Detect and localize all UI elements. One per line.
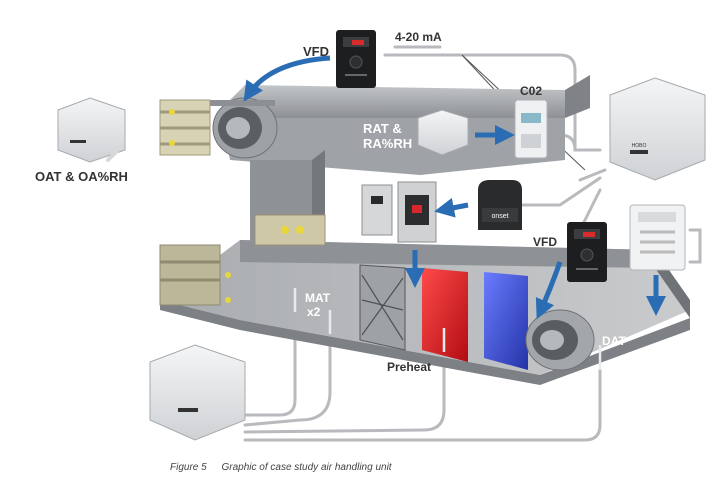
flow-arrows bbox=[243, 55, 666, 320]
label-vfd-top: VFD bbox=[303, 44, 329, 59]
arrow-vfd-to-return-fan bbox=[243, 55, 331, 102]
co2-sensor bbox=[514, 99, 548, 159]
label-signal: 4-20 mA bbox=[395, 30, 442, 44]
logger-top-right: HOBO bbox=[609, 77, 706, 181]
logger-brand-text: HOBO bbox=[632, 143, 647, 149]
return-fan bbox=[205, 97, 278, 159]
vfd-bottom-drive bbox=[567, 222, 607, 282]
logger-bottom-left bbox=[149, 344, 246, 441]
preheat-coil bbox=[422, 268, 468, 362]
filter-bank bbox=[359, 264, 406, 351]
caption-text: Graphic of case study air handling unit bbox=[221, 462, 392, 473]
supply-fan bbox=[525, 309, 595, 371]
logger-left bbox=[57, 97, 126, 163]
arrow-vfd-to-supply-fan bbox=[535, 261, 563, 320]
label-rat-line1: RAT & bbox=[363, 121, 402, 136]
temperature-probes bbox=[293, 288, 602, 370]
cooling-coil bbox=[484, 272, 528, 370]
label-mat-line2: x2 bbox=[307, 305, 321, 319]
label-oat: OAT & OA%RH bbox=[35, 169, 128, 184]
label-duct-line2: Static bbox=[641, 375, 674, 389]
ct-brand-text: onset bbox=[491, 213, 508, 220]
label-vfd-bottom: VFD bbox=[533, 235, 557, 249]
rat-rh-logger bbox=[417, 109, 469, 156]
current-transducer: onset bbox=[478, 180, 522, 230]
label-preheat: Preheat bbox=[387, 360, 431, 374]
vfd-top-drive bbox=[336, 30, 376, 88]
figure-caption: Figure 5 Graphic of case study air handl… bbox=[170, 462, 392, 473]
label-mat-line1: MAT bbox=[305, 291, 331, 305]
arrow-ct-to-starter bbox=[434, 197, 469, 218]
label-rat-line2: RA%RH bbox=[363, 136, 412, 151]
caption-figure-number: Figure 5 bbox=[170, 462, 207, 473]
motor-starter bbox=[361, 181, 437, 243]
mixing-damper bbox=[254, 214, 326, 246]
outside-air-damper bbox=[159, 99, 211, 156]
duct-static-sensor bbox=[629, 204, 686, 271]
label-duct-line1: Duct bbox=[646, 361, 673, 375]
label-co2: C02 bbox=[520, 84, 542, 98]
label-dat: DAT bbox=[602, 334, 626, 348]
